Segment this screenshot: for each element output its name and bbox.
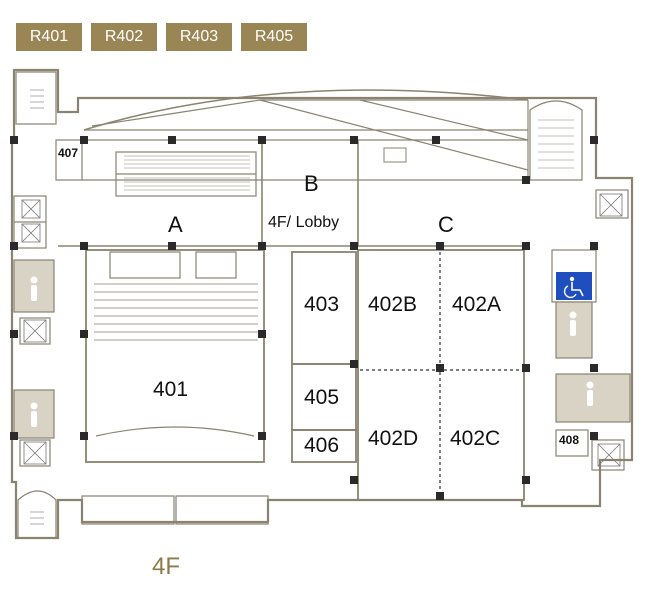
- elevator-icon: [21, 193, 623, 467]
- room-408-label: 408: [559, 433, 580, 447]
- room-tabs: R401 R402 R403 R405: [16, 23, 307, 51]
- restroom-icon: [30, 276, 594, 427]
- tab-r401[interactable]: R401: [16, 23, 82, 51]
- room-402d-label: 402D: [368, 427, 419, 450]
- room-401[interactable]: [86, 250, 264, 462]
- accessible-icon: [556, 272, 592, 300]
- floor-plan: [10, 68, 634, 540]
- zone-c-label: C: [438, 212, 454, 237]
- room-406-label: 406: [304, 434, 340, 457]
- zone-a-label: A: [168, 212, 183, 237]
- floor-label: 4F: [152, 553, 181, 580]
- room-402c-label: 402C: [450, 427, 501, 450]
- room-401-label: 401: [153, 378, 189, 401]
- room-402b-label: 402B: [368, 293, 418, 316]
- stairs-icon: [30, 89, 44, 525]
- tab-r405[interactable]: R405: [241, 23, 307, 51]
- tab-r402[interactable]: R402: [91, 23, 157, 51]
- room-402a-label: 402A: [452, 293, 502, 316]
- room-405-label: 405: [304, 386, 340, 409]
- room-407-label: 407: [58, 146, 79, 160]
- tab-r403[interactable]: R403: [166, 23, 232, 51]
- lobby-label: 4F/ Lobby: [268, 214, 340, 231]
- room-403-label: 403: [304, 293, 340, 316]
- zone-b-label: B: [304, 171, 319, 196]
